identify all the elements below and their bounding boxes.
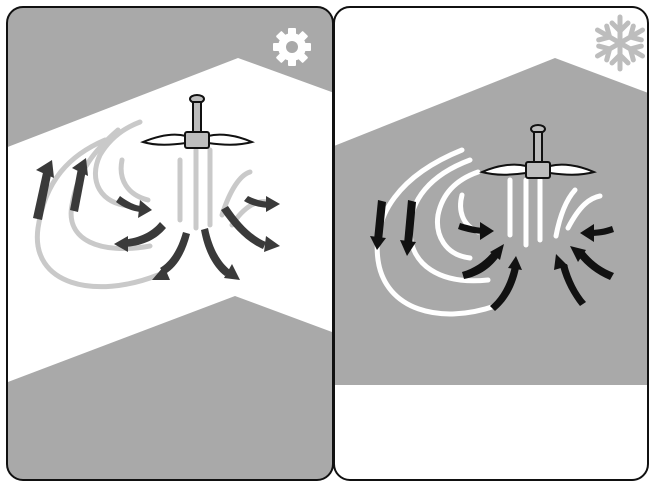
winter-panel	[0, 0, 340, 483]
summer-panel	[330, 0, 651, 483]
fan-motor	[526, 162, 550, 178]
gear-icon	[273, 28, 311, 66]
fan-motor	[185, 132, 209, 148]
